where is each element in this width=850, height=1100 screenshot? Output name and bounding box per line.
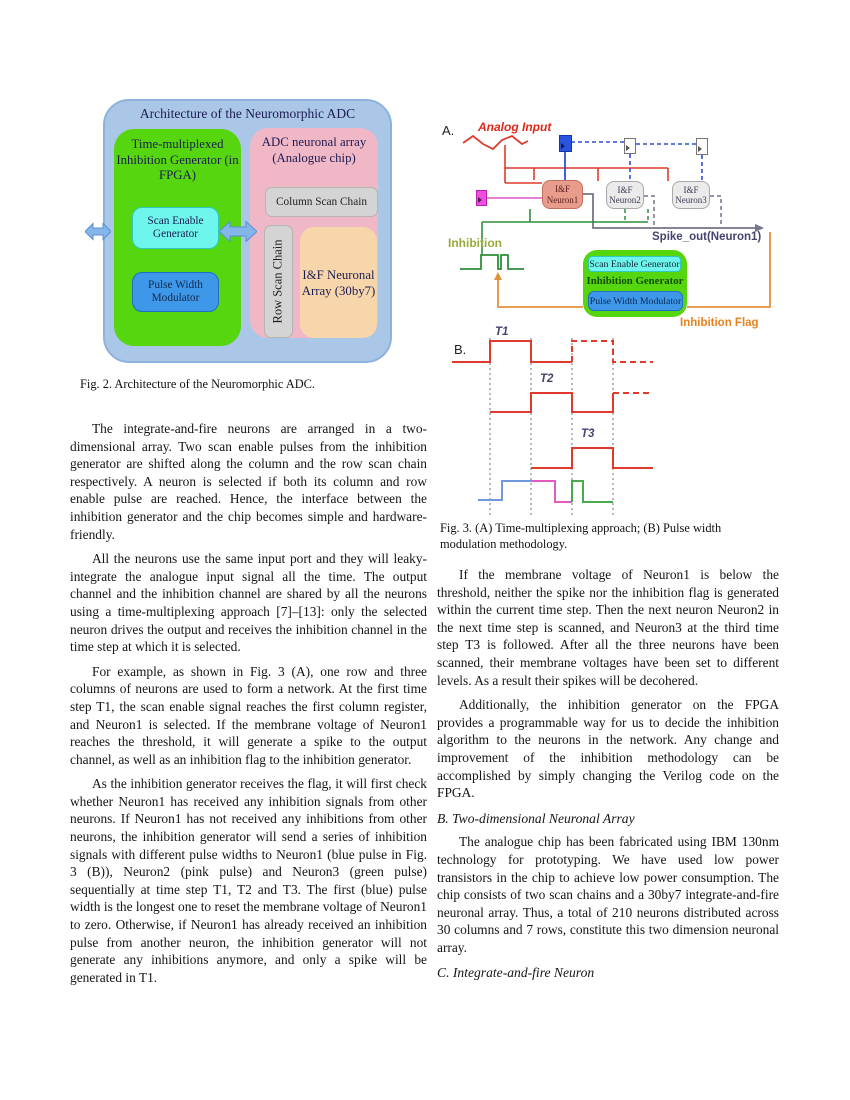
figure-3b-pulse-width-diagram: B. T1 T2 T3 — [450, 326, 680, 522]
neuron-label: Neuron2 — [609, 195, 641, 205]
fig2-row-scan-chain-box: Row Scan Chain — [264, 225, 293, 338]
fig3b-waveforms — [452, 338, 653, 516]
fig3a-inhibition-generator-label: Inhibition Generator — [586, 275, 684, 287]
section-heading-b: B. Two-dimensional Neuronal Array — [437, 810, 635, 826]
fig3b-panel-label: B. — [454, 342, 467, 357]
section-heading-c: C. Integrate-and-fire Neuron — [437, 965, 595, 981]
neuron-label: Neuron3 — [675, 195, 707, 205]
fig3a-panel-label: A. — [442, 123, 455, 138]
neuron2-box: I&F Neuron2 — [606, 181, 644, 209]
register-icon — [624, 138, 636, 154]
fig2-fpga-title: Time-multiplexed Inhibition Generator (i… — [116, 137, 239, 182]
fig3a-pulse-width-modulator-box: Pulse Width Modulator — [588, 291, 683, 311]
fig3a-analog-input-label: Analog Input — [478, 120, 552, 134]
neuron-label: Neuron1 — [546, 194, 579, 205]
paragraph: The integrate-and-fire neurons are arran… — [70, 421, 427, 542]
paragraph: The analogue chip has been fabricated us… — [437, 834, 779, 955]
double-arrow-icon — [219, 220, 257, 243]
figure-3a-time-multiplexing-diagram: A. Analog Input I&F Neuron1 I&F Neuron2 … — [440, 115, 785, 337]
fig3a-spike-out-label: Spike_out(Neuron1) — [652, 231, 762, 243]
paragraph: For example, as shown in Fig. 3 (A), one… — [70, 663, 427, 767]
neuron-label: I&F — [554, 184, 570, 194]
fig2-column-scan-chain-box: Column Scan Chain — [265, 187, 378, 217]
fig3a-scan-enable-generator-box: Scan Enable Generator — [588, 256, 681, 272]
fig3a-inhibition-label: Inhibition — [448, 236, 502, 250]
paragraph: As the inhibition generator receives the… — [70, 776, 427, 985]
register-icon — [476, 190, 487, 206]
paragraph: Additionally, the inhibition generator o… — [437, 697, 779, 801]
neuron-label: I&F — [617, 184, 633, 195]
fig2-scan-enable-generator-box: Scan Enable Generator — [132, 207, 219, 249]
fig2-caption: Fig. 2. Architecture of the Neuromorphic… — [80, 377, 316, 391]
fig3b-t1-label: T1 — [495, 326, 509, 338]
fig3b-t2-label: T2 — [540, 373, 554, 385]
register-icon — [696, 138, 708, 155]
fig2-row-scan-chain-label: Row Scan Chain — [271, 239, 285, 324]
fig2-title: Architecture of the Neuromorphic ADC — [139, 106, 356, 121]
neuron3-box: I&F Neuron3 — [672, 181, 710, 209]
double-arrow-icon — [85, 222, 111, 241]
fig3-caption-line1: Fig. 3. (A) Time-multiplexing approach; … — [440, 521, 722, 535]
fig2-pulse-width-modulator-box: Pulse Width Modulator — [132, 272, 219, 312]
paragraph: If the membrane voltage of Neuron1 is be… — [437, 567, 779, 688]
clock-triangle-icon — [561, 143, 565, 149]
fig2-chip-title: ADC neuronal array (Analogue chip) — [261, 135, 367, 165]
left-column: The integrate-and-fire neurons are arran… — [70, 420, 427, 993]
fig3-caption-line2: modulation methodology. — [440, 536, 568, 551]
fig3a-inhibition-flag-label: Inhibition Flag — [680, 317, 759, 329]
fig3-caption: Fig. 3. (A) Time-multiplexing approach; … — [440, 521, 770, 552]
fig3a-inhibition-generator-box: Scan Enable Generator Inhibition Generat… — [583, 250, 687, 317]
clock-triangle-icon — [626, 145, 630, 151]
neuron-label: I&F — [683, 184, 699, 195]
figure-2-architecture-diagram: Architecture of the Neuromorphic ADC Tim… — [85, 99, 392, 363]
fig3b-t3-label: T3 — [581, 428, 595, 440]
paragraph: All the neurons use the same input port … — [70, 551, 427, 655]
clock-triangle-icon — [478, 197, 482, 203]
fig3a-wiring — [460, 134, 771, 308]
fig2-if-neuronal-array-box: I&F Neuronal Array (30by7) — [300, 227, 377, 338]
right-column: If the membrane voltage of Neuron1 is be… — [437, 566, 779, 988]
neuron1-box: I&F Neuron1 — [542, 180, 583, 209]
register-icon — [559, 135, 572, 152]
clock-triangle-icon — [698, 146, 702, 152]
